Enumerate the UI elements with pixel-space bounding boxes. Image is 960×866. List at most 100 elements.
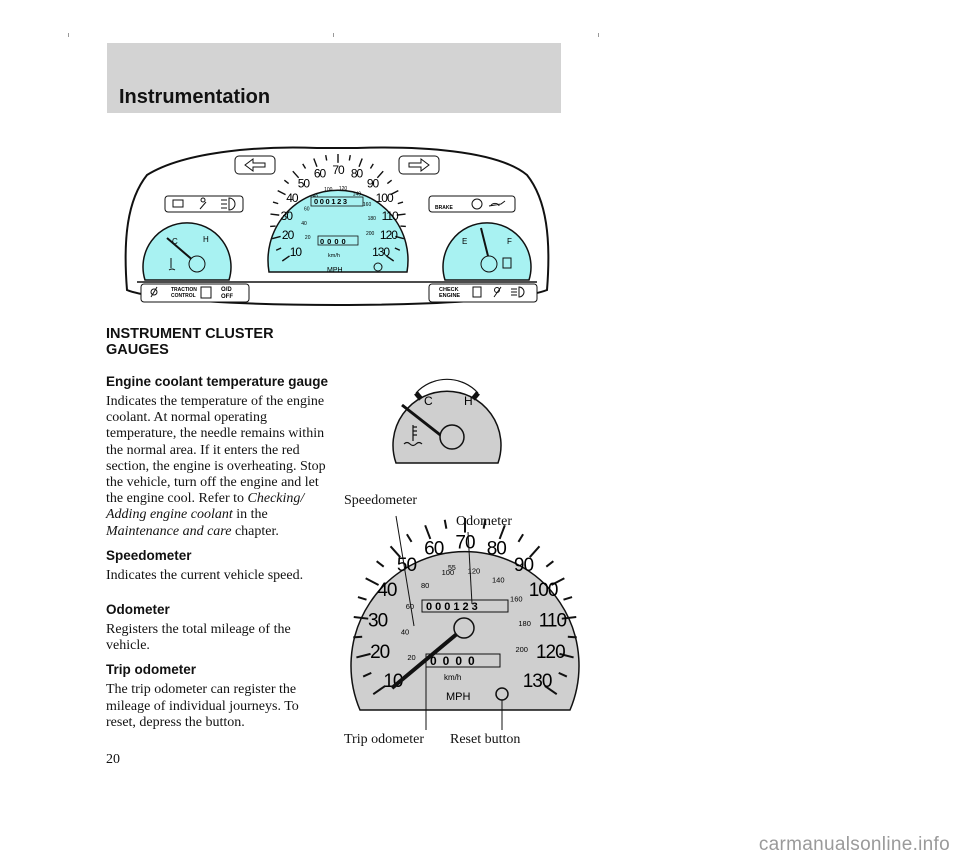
right-turn-indicator [398, 155, 440, 175]
speed-tick [292, 170, 300, 179]
speed-mark-label: 120 [380, 228, 398, 242]
speed-tick [482, 519, 487, 529]
speed-mark-label: 50 [397, 555, 417, 576]
speed-mark-label: 80 [351, 167, 364, 181]
speed-tick [353, 616, 369, 620]
kmh-mark-label: 140 [353, 191, 362, 197]
speed-tick [313, 158, 318, 167]
trip-odometer-heading: Trip odometer [106, 662, 197, 678]
speed-tick [394, 247, 401, 251]
check-engine-label-2: ENGINE [439, 293, 460, 299]
left-indicator-strip [140, 283, 250, 303]
needle-hub [439, 424, 465, 450]
foglamp-icon [511, 286, 525, 298]
body-text-column: INSTRUMENT CLUSTER GAUGES Engine coolant… [106, 326, 330, 739]
kmh-mark-label: 180 [368, 216, 377, 222]
watermark: carmanualsonline.info [758, 834, 950, 855]
speed-tick [390, 189, 399, 196]
temp-cold-label: C [172, 237, 178, 246]
svg-text:0000: 0000 [320, 237, 349, 246]
svg-text:0000: 0000 [430, 654, 481, 668]
reset-button-callout: Reset button [450, 732, 521, 747]
speed-tick [386, 255, 395, 262]
speed-mark-label: 70 [455, 533, 475, 554]
cluster-mph-label: MPH [327, 267, 343, 274]
cluster-odometer: 000123 [310, 196, 364, 207]
od-off-label: O/D [221, 287, 232, 293]
speed-mark-label: 110 [382, 209, 399, 223]
crop-mark [333, 33, 334, 37]
oil-pressure-icon [488, 200, 506, 207]
speed-mark-label: 40 [377, 580, 397, 601]
speed-tick [369, 163, 374, 169]
coolant-text-2: in the [232, 507, 268, 523]
temp-hot-label: H [203, 235, 209, 244]
speed-tick [356, 652, 371, 659]
speed-tick [376, 560, 385, 568]
speed-tick [277, 189, 286, 196]
speed-mark-label: 90 [514, 555, 534, 576]
speed-tick [529, 545, 541, 558]
main-heading: INSTRUMENT CLUSTER GAUGES [106, 326, 274, 358]
trip-odometer-callout: Trip odometer [344, 732, 424, 747]
speed-tick [544, 685, 558, 696]
kmh-mark-label: 100 [324, 187, 333, 193]
detail-odometer: 000123 [421, 599, 509, 613]
temperature-gauge: C H [142, 222, 232, 281]
lamp-icon [200, 286, 212, 299]
speed-mark-label: 60 [314, 167, 327, 181]
kmh-mark-label: 120 [339, 186, 348, 192]
speed-tick [358, 158, 363, 167]
od-off-label-2: OFF [221, 294, 233, 300]
speedometer-leader [395, 515, 415, 627]
kmh-mark-label: 60 [406, 602, 414, 611]
speed-tick [270, 213, 280, 216]
speed-tick [353, 635, 363, 639]
speed-tick [561, 616, 577, 620]
speedometer-heading: Speedometer [106, 547, 192, 563]
kmh-mark-label: 180 [518, 619, 531, 628]
detail-temp-cold-label: C [424, 394, 433, 408]
detail-needle-hub [453, 617, 475, 639]
speed-mark-label: 20 [370, 642, 390, 663]
kmh-mark-label: 60 [304, 206, 310, 212]
speed-mark-label: 110 [539, 610, 567, 631]
speed-tick [396, 213, 406, 216]
detail-kmh-label: km/h [444, 673, 461, 682]
speed-tick [272, 201, 279, 205]
speed-mark-label: 130 [523, 671, 552, 692]
crop-mark [68, 33, 69, 37]
speed-mark-label: 60 [424, 538, 444, 559]
cluster-reset-button [373, 262, 383, 272]
trip-odometer-paragraph: The trip odometer can register the milea… [106, 682, 299, 730]
section-title: Instrumentation [119, 86, 271, 108]
speed-mark-label: 100 [529, 580, 558, 601]
kmh-mark-label: 120 [468, 566, 481, 575]
speed-mark-label: 130 [372, 245, 390, 259]
section-header: Instrumentation [107, 43, 561, 113]
kmh-mark-label: 80 [421, 581, 429, 590]
speed-tick [325, 154, 328, 161]
speed-tick [372, 685, 386, 696]
cluster-speedometer: 1020304050607080901001101201302040608010… [267, 154, 409, 274]
speed-tick [517, 533, 524, 543]
page-number: 20 [106, 752, 120, 767]
coolant-text-3: chapter. [231, 523, 279, 539]
high-beam-icon [221, 197, 236, 211]
detail-55-mark: 55 [448, 565, 456, 572]
speed-tick [357, 596, 367, 601]
coolant-gauge-detail: C H [392, 378, 502, 464]
kmh-mark-label: 40 [401, 628, 409, 637]
odometer-leader [467, 531, 473, 605]
speed-tick [376, 170, 384, 179]
speed-tick [386, 179, 393, 185]
speed-tick [365, 577, 380, 586]
abs-icon [471, 198, 483, 210]
cluster-kmh-label: km/h [328, 253, 340, 259]
speed-tick [395, 235, 405, 240]
coolant-paragraph: Indicates the temperature of the engine … [106, 394, 330, 540]
cluster-trip-odometer: 0000 [317, 235, 359, 246]
speed-mark-label: 10 [383, 671, 403, 692]
